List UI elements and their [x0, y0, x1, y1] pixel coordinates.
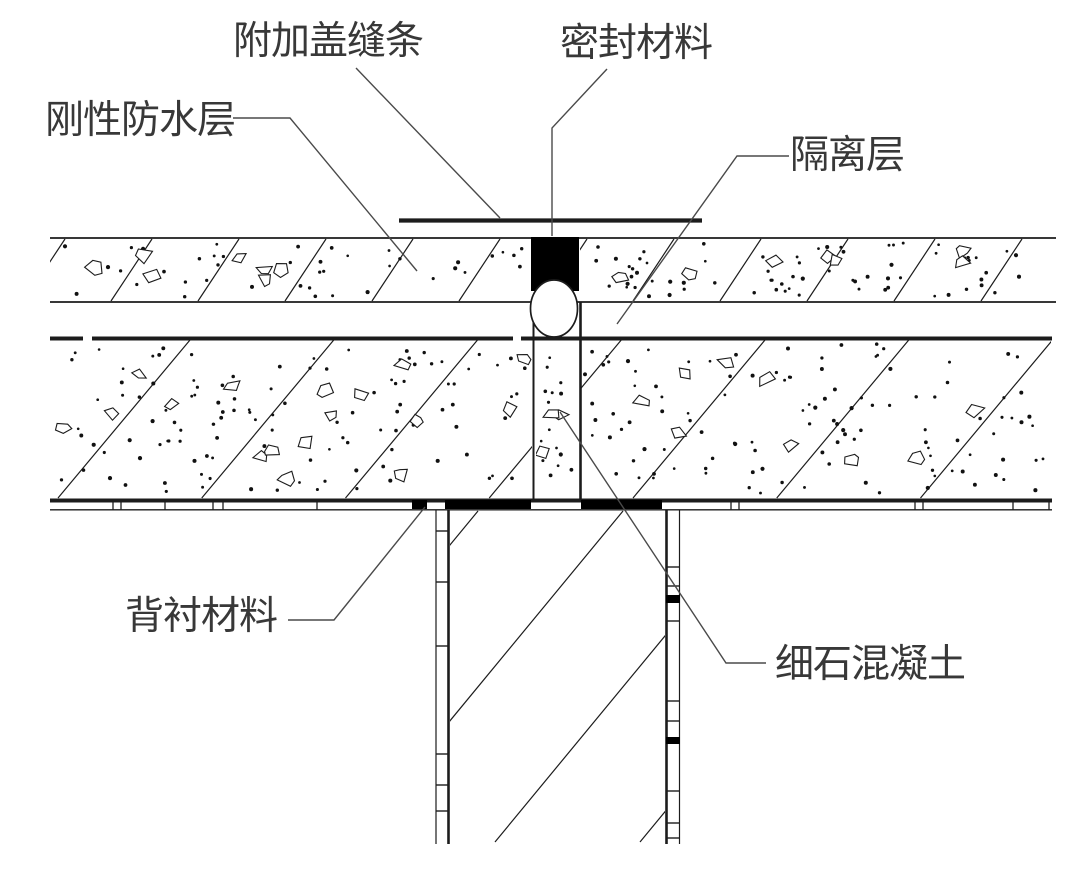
- rigid-waterproof-leader: [233, 117, 418, 272]
- backing-material-leader: [288, 506, 426, 621]
- additional-cover-strip-label: 附加盖缝条: [233, 20, 423, 63]
- wall-left-finish-strip: [435, 510, 450, 844]
- isolation-layer-label: 隔离层: [790, 134, 904, 177]
- leader-lines: [233, 67, 789, 664]
- structure-layer: [50, 218, 1056, 844]
- low-texture: [54, 339, 1051, 499]
- labels: 附加盖缝条 密封材料 刚性防水层 隔离层 背衬材料 细石混凝土: [45, 20, 966, 686]
- fine-concrete-label: 细石混凝土: [775, 643, 965, 686]
- wall-finish-ticks: [436, 530, 680, 839]
- solid-mark: [666, 737, 680, 744]
- under-slab-ticks: [112, 502, 1050, 510]
- strip-texture: [536, 356, 574, 478]
- backing-material-label: 背衬材料: [125, 595, 277, 638]
- backer-rod: [529, 279, 579, 338]
- backing-strip-segment: [445, 500, 531, 509]
- line-break: [83, 335, 92, 342]
- wall-finish-solid-marks: [666, 595, 680, 744]
- sealing-material-leader: [551, 68, 608, 236]
- wall-right-finish-strip: [665, 510, 681, 844]
- isolation-layer-leader: [616, 155, 789, 325]
- top-texture: [50, 238, 1023, 302]
- sealing-material-label: 密封材料: [560, 22, 712, 65]
- backing-strip-segment: [412, 500, 427, 509]
- wall-texture: [450, 510, 665, 843]
- fine-concrete-leader: [559, 411, 766, 664]
- rigid-waterproof-label: 刚性防水层: [45, 99, 235, 142]
- additional-cover-strip-leader: [355, 67, 501, 219]
- concrete-texture-layer: [50, 238, 1051, 843]
- line-break: [513, 335, 521, 342]
- solid-mark: [666, 595, 680, 603]
